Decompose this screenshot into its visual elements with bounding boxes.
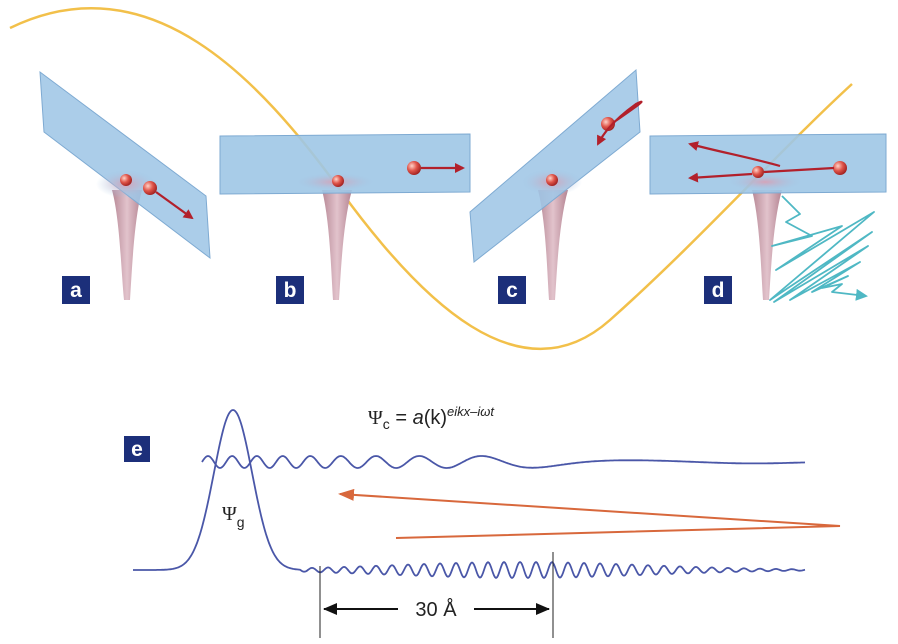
- recombining-electron: [752, 166, 764, 178]
- ground-state-wavefunction: [133, 409, 806, 580]
- psi-g-label: Ψg: [222, 503, 245, 530]
- flat-plane: [219, 133, 471, 195]
- panel-label-box: [276, 276, 304, 304]
- returning-electron: [601, 117, 615, 131]
- free-electron: [407, 161, 421, 175]
- electron-return-arrow: [338, 488, 841, 539]
- tilted-plane: [469, 68, 641, 263]
- panel-label-box: [704, 276, 732, 304]
- bound-electron: [546, 174, 558, 186]
- emitted-xuv-pulse: [769, 195, 875, 303]
- panel-label: d: [712, 279, 725, 302]
- tilted-plane: [39, 70, 211, 260]
- potential-well: [752, 190, 782, 300]
- panel-label: a: [70, 279, 82, 302]
- scattered-electron-arrow: [688, 141, 781, 168]
- psi-c-symbol: Ψ: [368, 407, 383, 429]
- panel-c: c: [469, 68, 643, 304]
- psi-c-equals: =: [390, 407, 413, 429]
- potential-well: [322, 190, 352, 300]
- psi-c-equation: Ψc = a(k)eikx–iωt: [368, 404, 495, 432]
- incoming-electron: [833, 161, 847, 175]
- bound-electron: [120, 174, 132, 186]
- panel-a: a: [39, 70, 211, 304]
- psi-c-subscript: c: [383, 416, 390, 432]
- psi-c-exponent: eikx–iωt: [447, 404, 495, 419]
- panel-d: d: [649, 133, 887, 304]
- panel-label-box: [62, 276, 90, 304]
- panel-label-box: [124, 436, 150, 462]
- potential-well: [538, 190, 568, 300]
- electron-path: [763, 166, 835, 174]
- continuum-wavefunction: [201, 455, 806, 469]
- psi-g-symbol: Ψ: [222, 503, 237, 525]
- bound-electron: [332, 175, 344, 187]
- potential-dip: [727, 173, 803, 191]
- panel-b: b: [219, 133, 471, 304]
- tunneling-electron: [143, 181, 157, 195]
- electron-return-loop: [597, 100, 643, 146]
- laser-field-wave: [9, 7, 853, 351]
- electron-trajectory-arrow: [155, 191, 194, 220]
- panel-label: e: [131, 438, 143, 461]
- panel-e: e Ψc = a(k)eikx–iωt Ψg 30 Å: [124, 404, 841, 638]
- distance-label: 30 Å: [415, 598, 457, 621]
- psi-g-subscript: g: [237, 514, 245, 530]
- scattered-electron-arrow: [688, 172, 753, 183]
- potential-well: [112, 190, 142, 300]
- panel-label: c: [506, 279, 518, 302]
- panel-label: b: [284, 279, 297, 302]
- psi-c-amplitude: a: [413, 407, 424, 429]
- panel-label-box: [498, 276, 526, 304]
- psi-c-amplitude-arg: (k): [424, 407, 447, 429]
